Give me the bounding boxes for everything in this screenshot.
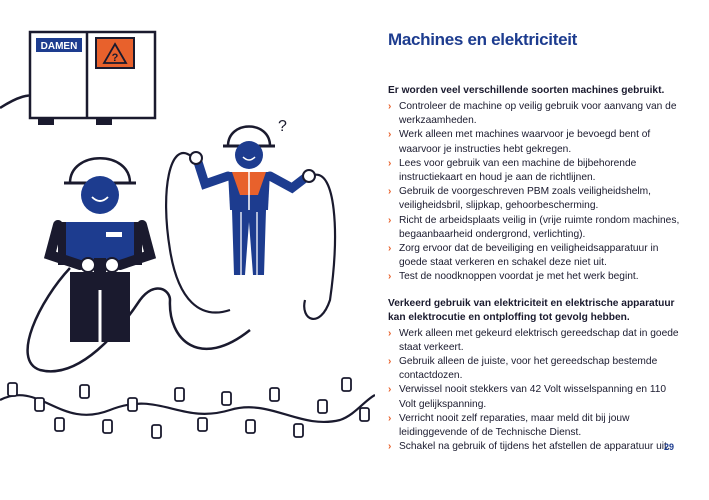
chevron-right-icon: › [388, 129, 392, 141]
worker-with-question-icon: ? [189, 118, 316, 275]
list-item: ›Verricht nooit zelf reparaties, maar me… [388, 412, 630, 439]
electricity-heading: Verkeerd gebruik van elektriciteit en el… [388, 297, 675, 323]
list-item: ›Schakel na gebruik of tijdens het afste… [388, 440, 683, 454]
light-string-icon [0, 377, 375, 439]
chevron-right-icon: › [388, 412, 392, 424]
cabinet-cable [0, 94, 32, 110]
machines-heading: Er worden veel verschillende soorten mac… [388, 85, 665, 96]
electrical-cabinet-icon: DAMEN ? [28, 30, 157, 125]
chevron-right-icon: › [388, 101, 392, 112]
cabinet-logo: DAMEN [41, 41, 78, 52]
electricity-list: ›Werk alleen met gekeurd elektrisch gere… [388, 327, 683, 455]
machines-list: ›Controleer de machine op veilig gebruik… [388, 100, 683, 285]
list-item: ›Richt de arbeidsplaats veilig in (vrije… [388, 214, 680, 240]
list-item: ›Zorg ervoor dat de beveiliging en veili… [388, 243, 659, 269]
list-item: ›Test de noodknoppen voordat je met het … [388, 270, 683, 284]
list-item: ›Werk alleen met machines waarvoor je be… [388, 129, 651, 155]
chevron-right-icon: › [388, 157, 392, 169]
page-title: Machines en elektriciteit [388, 30, 578, 49]
chevron-right-icon: › [388, 243, 392, 255]
chevron-right-icon: › [388, 356, 392, 368]
question-mark: ? [278, 118, 287, 135]
electricity-section: Verkeerd gebruik van elektriciteit en el… [388, 297, 683, 455]
chevron-right-icon: › [388, 327, 392, 339]
list-item: ›Gebruik alleen de juiste, voor het gere… [388, 356, 658, 382]
page-number: 29 [664, 442, 675, 452]
warning-triangle-icon: ? [95, 37, 135, 69]
list-item: ›Verwissel nooit stekkers van 42 Volt wi… [388, 384, 667, 410]
list-item: ›Gebruik de voorgeschreven PBM zoals vei… [388, 186, 651, 212]
chevron-right-icon: › [388, 271, 392, 283]
safety-illustration: DAMEN ? ? [0, 30, 375, 439]
list-item: ›Werk alleen met gekeurd elektrisch gere… [388, 327, 679, 353]
machines-section: Er worden veel verschillende soorten mac… [388, 84, 683, 285]
worker-with-vest-icon [43, 157, 157, 342]
chevron-right-icon: › [388, 214, 392, 226]
cable-plug-icon [165, 152, 231, 314]
chevron-right-icon: › [388, 441, 392, 453]
list-item: ›Controleer de machine op veilig gebruik… [388, 101, 677, 127]
warning-symbol: ? [112, 52, 119, 64]
list-item: ›Lees voor gebruik van een machine de bi… [388, 157, 637, 184]
content-column: Machines en elektriciteit Er worden veel… [388, 30, 683, 454]
chevron-right-icon: › [388, 384, 392, 396]
ground-cable [26, 267, 251, 373]
chevron-right-icon: › [388, 186, 392, 198]
